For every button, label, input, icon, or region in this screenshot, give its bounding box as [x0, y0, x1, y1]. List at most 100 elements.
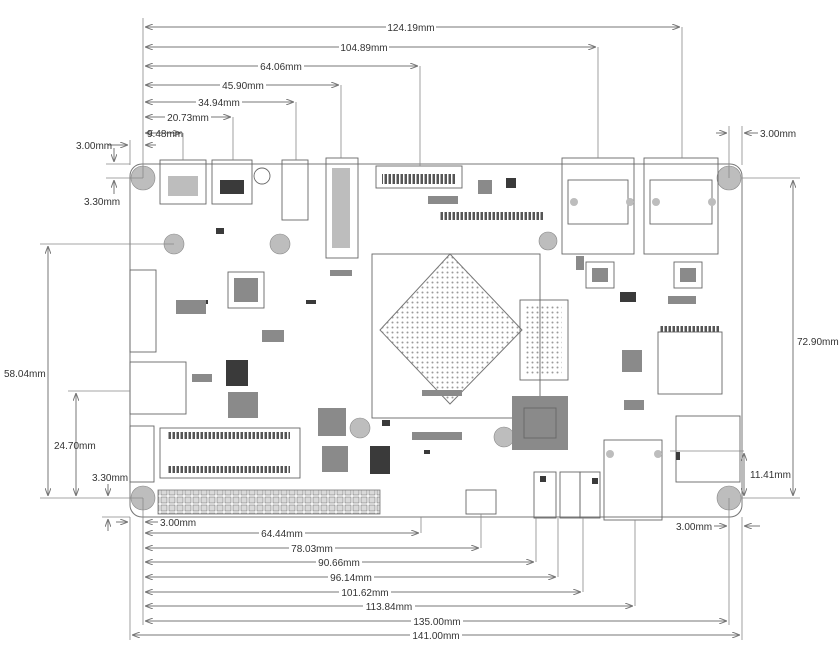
passive — [478, 180, 492, 194]
eth-pin — [708, 198, 716, 206]
dim-label-96-14: 96.14mm — [330, 573, 372, 584]
dim-label-113-84: 113.84mm — [366, 602, 413, 613]
smd-part — [216, 228, 224, 234]
dim-label-3-30-bottom: 3.30mm — [92, 473, 128, 484]
dim-label-64-44: 64.44mm — [261, 529, 303, 540]
dim-label-64-06: 64.06mm — [260, 62, 302, 73]
dim-label-90-66: 90.66mm — [318, 558, 360, 569]
fpc-connector-top-pins — [382, 174, 456, 184]
passive — [412, 432, 462, 440]
pcb-board — [129, 157, 743, 521]
usb-connector-2 — [211, 159, 253, 205]
soc-package — [379, 253, 523, 405]
passive — [176, 300, 206, 314]
ethernet-phy-chip-1-core — [592, 268, 608, 282]
eth-pin — [626, 198, 634, 206]
dim-label-3-00-top-right: 3.00mm — [760, 129, 796, 140]
usb-port-bottom — [603, 439, 663, 521]
usb-hub-chip — [227, 271, 265, 309]
smd-part — [592, 478, 598, 484]
inductor — [322, 446, 348, 472]
dim-label-11-41: 11.41mm — [750, 470, 791, 481]
ethernet-jack-2 — [643, 157, 719, 255]
dim-label-104-89: 104.89mm — [340, 43, 387, 54]
sd-card-slot — [675, 415, 741, 483]
smd-part — [306, 300, 316, 304]
dim-label-24-70: 24.70mm — [54, 441, 96, 452]
dim-label-9-48: 9.48mm — [147, 129, 183, 140]
gpio-header — [157, 489, 381, 515]
jack-1 — [533, 471, 557, 519]
camera-fpc-pins-1 — [168, 432, 290, 439]
inductor — [318, 408, 346, 436]
dim-label-58-04: 58.04mm — [4, 369, 46, 380]
passive — [422, 390, 462, 396]
smd-part — [620, 292, 636, 302]
small-passives — [176, 180, 696, 440]
smd-part — [506, 178, 516, 188]
passive — [330, 270, 352, 276]
smd-part — [540, 476, 546, 482]
fpc-connector-top — [375, 165, 463, 189]
camera-fpc-connector — [159, 427, 301, 479]
fpc-connector-mid — [440, 212, 544, 220]
left-connector-1 — [129, 269, 157, 353]
dim-label-135-00: 135.00mm — [413, 617, 460, 628]
passive — [262, 330, 284, 342]
extension-lines — [40, 18, 800, 640]
inductor — [226, 360, 248, 386]
dim-label-20-73: 20.73mm — [167, 113, 209, 124]
usb-port-bottom-pin — [606, 450, 614, 458]
led — [253, 167, 271, 185]
usb-hub-chip-core — [234, 278, 258, 302]
passive — [192, 374, 212, 382]
dim-label-141-00: 141.00mm — [412, 631, 459, 642]
dim-label-45-90: 45.90mm — [222, 81, 264, 92]
left-connector-2 — [129, 361, 187, 415]
dim-label-3-30-top: 3.30mm — [84, 197, 120, 208]
dim-label-72-90: 72.90mm — [797, 337, 839, 348]
jack-3 — [579, 471, 601, 519]
passive — [624, 400, 644, 410]
power-connector — [281, 159, 309, 221]
smd-part — [382, 420, 390, 426]
usb-connector-2-inner — [220, 180, 244, 194]
hdmi-connector — [325, 157, 359, 259]
dim-label-101-62: 101.62mm — [341, 588, 388, 599]
passive — [428, 196, 458, 204]
dim-label-34-94: 34.94mm — [198, 98, 240, 109]
dim-label-124-19: 124.19mm — [387, 23, 434, 34]
dim-label-3-00-bottom-right: 3.00mm — [676, 522, 712, 533]
memory-chip-balls — [526, 306, 562, 374]
dim-label-3-00-top-left: 3.00mm — [76, 141, 112, 152]
mounting-hole-inner-3 — [349, 417, 371, 439]
ethernet-phy-chip-2 — [673, 261, 703, 289]
usb-connector-1-inner — [168, 176, 198, 196]
smd-part — [676, 452, 680, 460]
mounting-hole-inner-4 — [493, 426, 515, 448]
camera-fpc-pins-2 — [168, 466, 290, 473]
dimension-labels: 124.19mm 104.89mm 64.06mm 45.90mm 34.94m… — [4, 21, 839, 642]
eth-pin — [652, 198, 660, 206]
ethernet-phy-chip-2-core — [680, 268, 696, 282]
inductor — [228, 392, 258, 418]
emmc-chip — [512, 396, 568, 450]
inductor — [370, 446, 390, 474]
usb-port-bottom-pin — [654, 450, 662, 458]
inductor — [622, 350, 642, 372]
left-connector-3 — [129, 425, 155, 483]
emmc-chip-core — [523, 407, 557, 439]
memory-chip — [519, 299, 569, 381]
right-controller-chip-pins — [660, 326, 720, 332]
passive — [576, 256, 584, 270]
mounting-hole-inner-5 — [538, 231, 558, 251]
smd-part — [424, 450, 430, 454]
dim-label-3-00-bottom-left: 3.00mm — [160, 518, 196, 529]
eth-pin — [570, 198, 578, 206]
hdmi-connector-inner — [332, 168, 350, 248]
mounting-hole-inner-2 — [269, 233, 291, 255]
dim-label-78-03: 78.03mm — [291, 544, 333, 555]
ethernet-phy-chip-1 — [585, 261, 615, 289]
passive — [668, 296, 696, 304]
